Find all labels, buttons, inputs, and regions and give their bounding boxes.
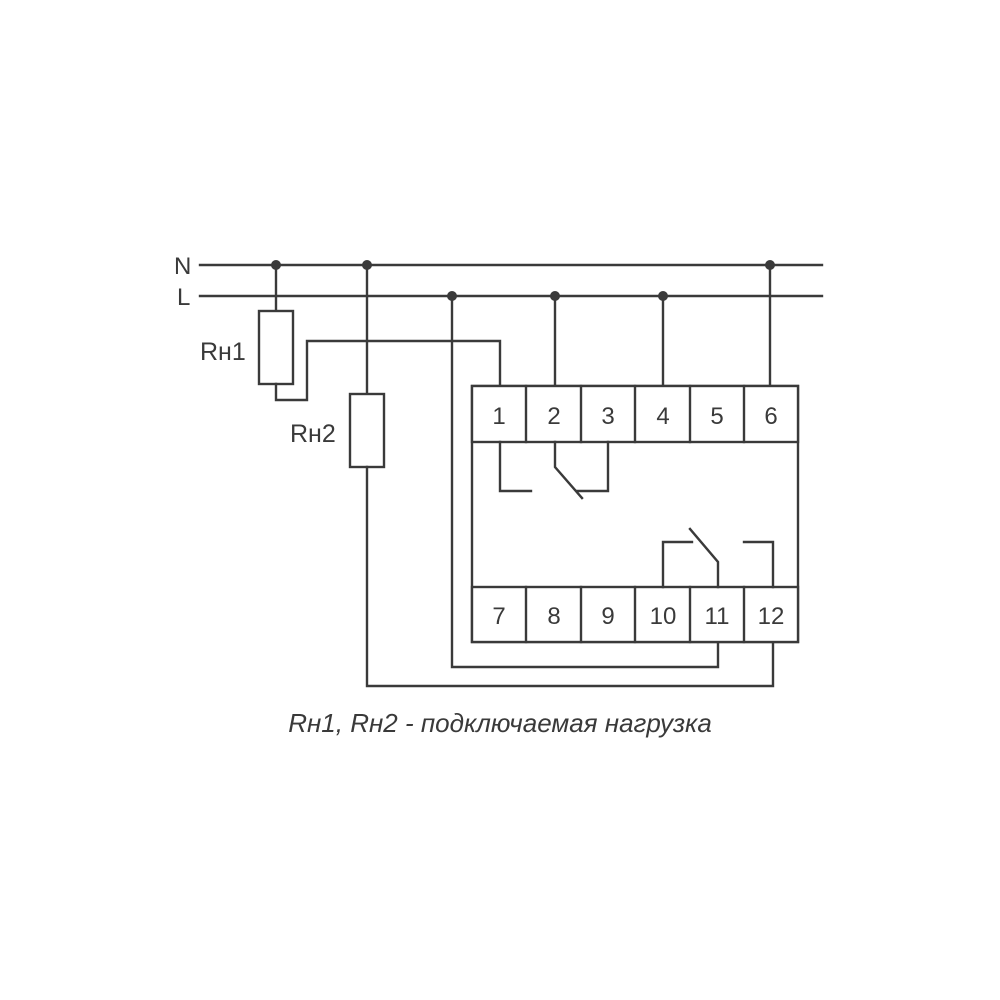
terminal-4: 4 — [656, 403, 669, 430]
load-rh2 — [348, 392, 386, 469]
terminal-2: 2 — [547, 403, 560, 430]
bus-label-l: L — [177, 284, 190, 311]
contact-10-fixed — [661, 540, 694, 589]
terminal-6: 6 — [764, 403, 777, 430]
terminal-5: 5 — [710, 403, 723, 430]
wire-rh2-to-terminal-12 — [365, 465, 775, 688]
wire-rh1-to-terminal-1 — [274, 339, 502, 402]
load-label-rh1: Rн1 — [200, 338, 246, 366]
contact-12-fixed — [742, 540, 775, 589]
diagram-caption: Rн1, Rн2 - подключаемая нагрузка — [288, 708, 712, 738]
terminal-11: 11 — [705, 603, 730, 630]
contact-11-switch-arm — [688, 527, 720, 589]
wire-l-to-terminal-11 — [450, 294, 720, 669]
terminal-10: 10 — [650, 603, 677, 630]
terminal-row-top: 1 2 3 4 5 6 — [470, 384, 800, 444]
terminal-12: 12 — [758, 603, 785, 630]
contact-2-switch-arm — [553, 440, 584, 500]
terminal-row-bottom: 7 8 9 10 11 12 — [470, 585, 800, 644]
terminal-1: 1 — [492, 403, 505, 430]
load-label-rh2: Rн2 — [290, 420, 336, 448]
terminal-7: 7 — [492, 603, 505, 630]
bus-label-n: N — [174, 253, 191, 280]
terminal-3: 3 — [601, 403, 614, 430]
load-rh1 — [257, 309, 295, 386]
terminal-8: 8 — [547, 603, 560, 630]
contact-3-fixed — [575, 440, 610, 493]
contact-1-fixed — [498, 440, 533, 493]
terminal-9: 9 — [601, 603, 614, 630]
